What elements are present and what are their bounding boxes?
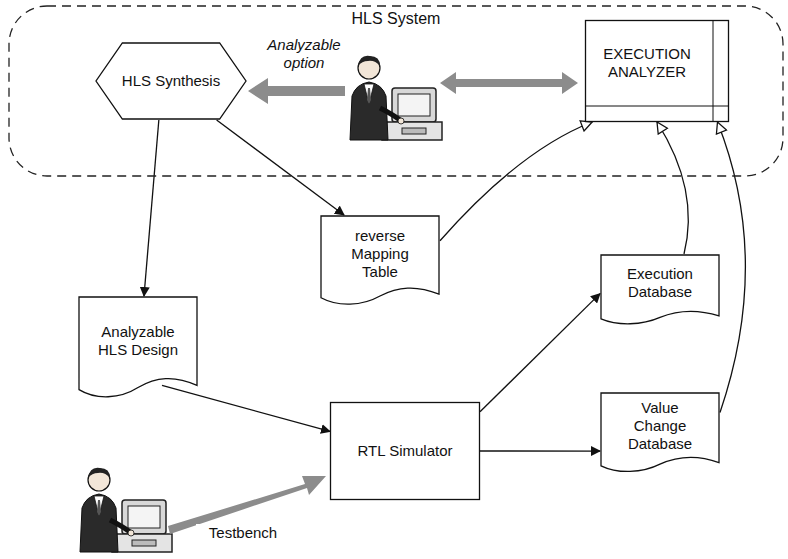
flow-arrow (440, 122, 592, 241)
flow-arrow (717, 122, 745, 413)
document-shape: Execution Database (600, 254, 720, 326)
annotation-label: Analyzable option (256, 36, 352, 72)
option-arrow (248, 78, 345, 104)
document-shape: Value Change Database (600, 392, 720, 474)
system-region: HLS SystemHLS SynthesisEXECUTION ANALYZE… (8, 5, 784, 177)
flow-arrow (217, 120, 344, 215)
node-label: Execution Database (618, 265, 702, 301)
interaction-arrow (440, 72, 578, 94)
document-shape: reverse Mapping Table (320, 215, 440, 307)
flow-arrow (144, 120, 159, 296)
analyzer-box: EXECUTION ANALYZER (585, 20, 729, 122)
node-label: HLS Synthesis (121, 72, 221, 90)
process-hexagon: HLS Synthesis (95, 42, 247, 120)
flow-arrow (162, 385, 330, 431)
process-box: RTL Simulator (330, 402, 480, 500)
node-label: EXECUTION ANALYZER (595, 45, 699, 81)
flow-arrow (480, 450, 600, 451)
node-label: Value Change Database (618, 399, 702, 453)
annotation-label: Testbench (196, 524, 290, 542)
node-label: RTL Simulator (340, 442, 470, 460)
user-icon (350, 56, 442, 140)
node-label: Analyzable HLS Design (96, 323, 180, 359)
flow-arrow (657, 122, 688, 254)
document-shape: Analyzable HLS Design (78, 296, 198, 400)
flow-arrow (480, 294, 600, 412)
user-icon (80, 468, 172, 552)
node-label: reverse Mapping Table (338, 227, 422, 281)
